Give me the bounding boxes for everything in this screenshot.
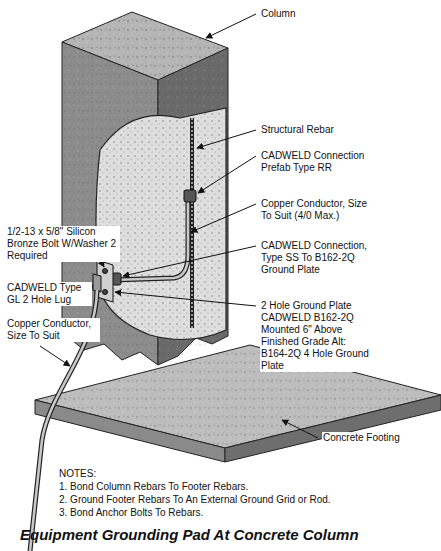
bronze-bolt (103, 290, 108, 295)
part-label: Copper Conductor, Size To Suit (6, 318, 100, 342)
part-label: 2 Hole Ground Plate CADWELD B162-2Q Moun… (260, 300, 370, 372)
part-label: Concrete Footing (322, 432, 434, 444)
leader-line (40, 346, 70, 366)
leader-line (115, 292, 256, 306)
bronze-bolt (103, 269, 108, 274)
part-label: Structural Rebar (260, 124, 382, 136)
rebar (190, 118, 194, 328)
structural-rebar (192, 118, 193, 328)
footing-top (35, 345, 441, 448)
concrete-footing (35, 345, 441, 462)
leader-line (191, 204, 256, 232)
leader-line (282, 420, 318, 438)
part-label: 1/2-13 x 5/8" Silicon Bronze Bolt W/Wash… (6, 226, 120, 262)
copper-conductor (112, 200, 188, 280)
note-text: 1. Bond Column Rebars To Footer Rebars. (58, 481, 430, 493)
leader-line (198, 156, 256, 193)
ground-lug (93, 274, 101, 292)
part-label: CADWELD Type GL 2 Hole Lug (6, 282, 92, 306)
diagram-title: Equipment Grounding Pad At Concrete Colu… (20, 526, 359, 543)
part-label: CADWELD Connection, Type SS To B162-2Q G… (260, 240, 374, 276)
notes-heading: NOTES: (58, 468, 120, 480)
rebar-ribs (191, 118, 193, 328)
part-label: CADWELD Connection Prefab Type RR (260, 150, 374, 174)
cutaway-texture (96, 108, 226, 339)
cadweld-rr-connection (184, 190, 196, 202)
note-text: 2. Ground Footer Rebars To An External G… (58, 494, 430, 506)
note-text: 3. Bond Anchor Bolts To Rebars. (58, 507, 430, 519)
leader-line (206, 14, 256, 38)
cutaway (96, 108, 226, 339)
leader-line (197, 130, 256, 148)
copper-conductor (112, 200, 188, 280)
part-label: Copper Conductor, Size To Suit (4/0 Max.… (260, 198, 380, 222)
leader-line (123, 246, 256, 276)
footing-texture (35, 345, 441, 448)
part-label: Column (260, 8, 382, 20)
concrete-column (62, 12, 228, 365)
